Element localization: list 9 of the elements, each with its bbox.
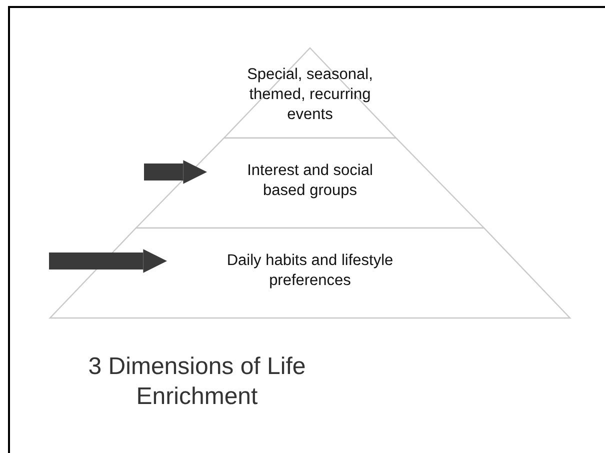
pyramid-bottom-layer — [50, 228, 570, 318]
block-arrow — [144, 160, 207, 184]
block-arrow — [49, 249, 167, 273]
layer-label: Interest and social based groups — [246, 161, 374, 201]
layer-label: Special, seasonal, themed, recurring events — [246, 65, 374, 125]
pyramid-top-layer — [224, 48, 396, 138]
pyramid-middle-layer — [136, 138, 484, 228]
slide-title: 3 Dimensions of Life Enrichment — [87, 352, 307, 412]
layer-label: Daily habits and lifestyle preferences — [226, 251, 394, 291]
